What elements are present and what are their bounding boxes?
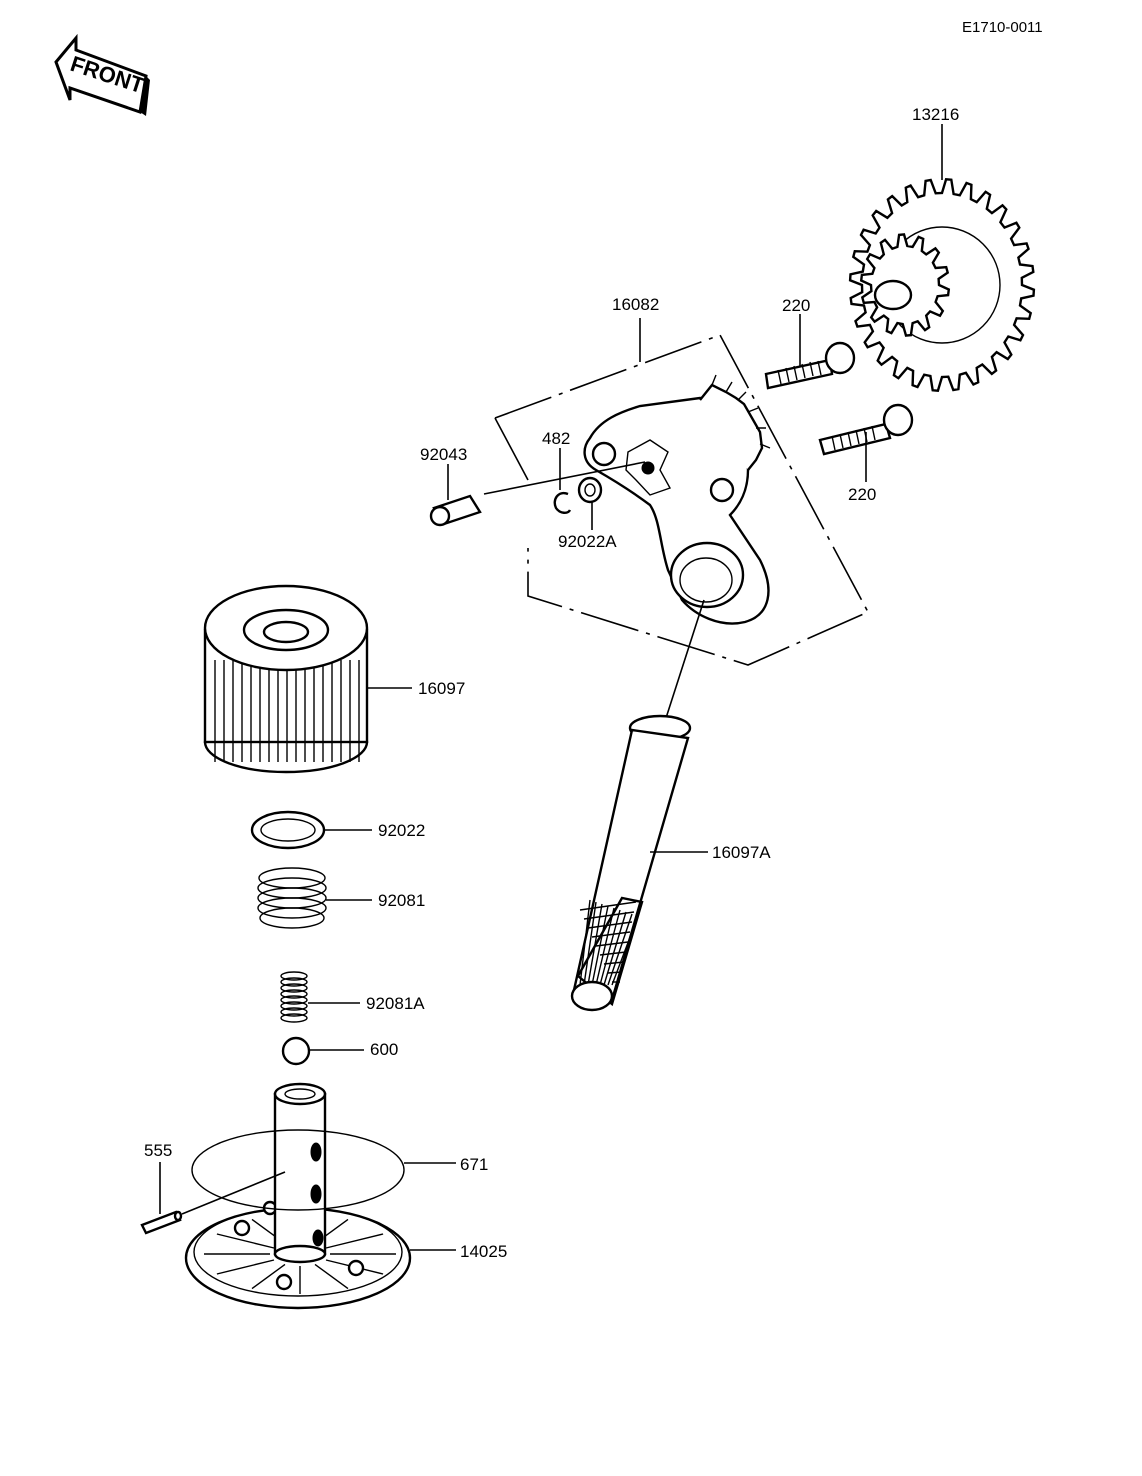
label-92022A: 92022A — [558, 532, 617, 551]
front-arrow-icon: FRONT — [54, 33, 150, 116]
oil-filter-16097: 16097 — [203, 584, 465, 774]
label-16097: 16097 — [418, 679, 465, 698]
ball-600: 600 — [281, 1036, 398, 1066]
diagram-code: E1710-0011 — [962, 19, 1043, 36]
label-220-lower: 220 — [848, 485, 876, 504]
bolt-220-upper: 220 — [764, 296, 856, 390]
washer-92022A: 92022A — [558, 476, 617, 551]
o-ring-671: 671 — [191, 1129, 488, 1211]
spring-92081: 92081 — [257, 867, 425, 929]
label-92081A: 92081A — [366, 994, 425, 1013]
washer-92022: 92022 — [250, 810, 425, 850]
circlip-482: 482 — [542, 429, 572, 514]
label-482: 482 — [542, 429, 570, 448]
label-16097A: 16097A — [712, 843, 771, 862]
pin-555: 555 — [140, 1141, 286, 1235]
bolt-220-lower: 220 — [818, 403, 914, 504]
label-13216: 13216 — [912, 105, 959, 124]
strainer-16097A: 16097A — [570, 599, 771, 1012]
label-92081: 92081 — [378, 891, 425, 910]
label-600: 600 — [370, 1040, 398, 1059]
gear-13216: 13216 — [848, 105, 1036, 392]
spring-92081A: 92081A — [280, 971, 425, 1023]
cover-14025: 14025 — [184, 1082, 507, 1310]
label-92022: 92022 — [378, 821, 425, 840]
label-555: 555 — [144, 1141, 172, 1160]
pump-assembly-16082: 16082 — [494, 295, 870, 666]
label-16082: 16082 — [612, 295, 659, 314]
label-220-upper: 220 — [782, 296, 810, 315]
label-92043: 92043 — [420, 445, 467, 464]
label-671: 671 — [460, 1155, 488, 1174]
label-14025: 14025 — [460, 1242, 507, 1261]
dowel-92043: 92043 — [420, 445, 646, 527]
